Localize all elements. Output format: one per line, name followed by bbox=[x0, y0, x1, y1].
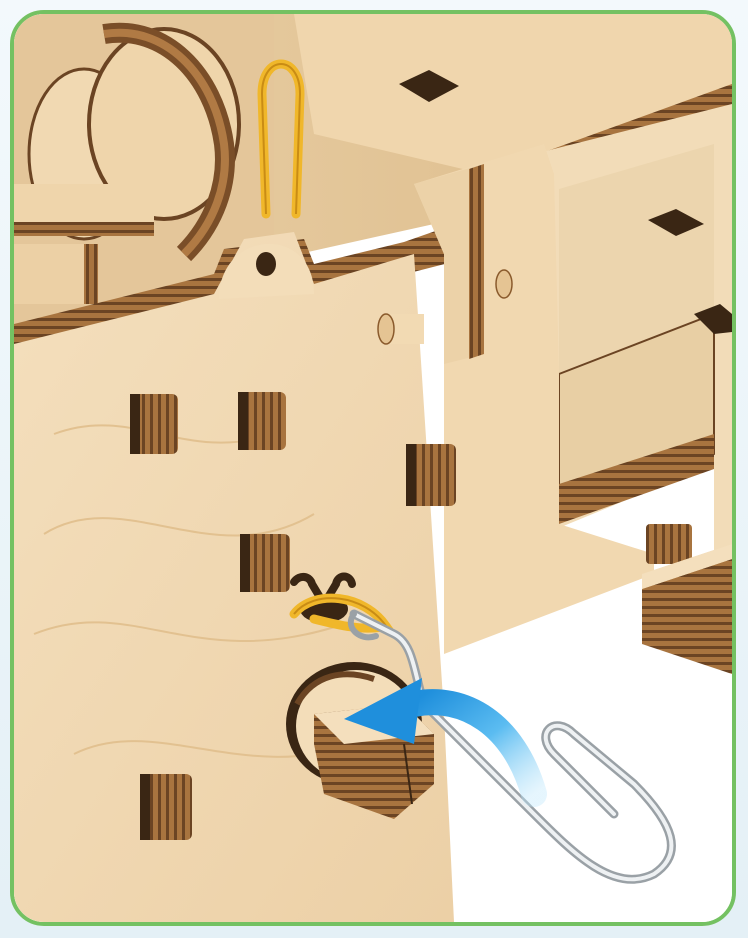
assembly-illustration bbox=[14, 14, 732, 922]
slot-5 bbox=[140, 774, 192, 840]
slot-1 bbox=[130, 394, 178, 454]
illustration-frame bbox=[10, 10, 736, 926]
slot-2 bbox=[238, 392, 286, 450]
slot-6 bbox=[646, 524, 692, 564]
slot-3 bbox=[406, 444, 456, 506]
slot-4 bbox=[240, 534, 290, 592]
